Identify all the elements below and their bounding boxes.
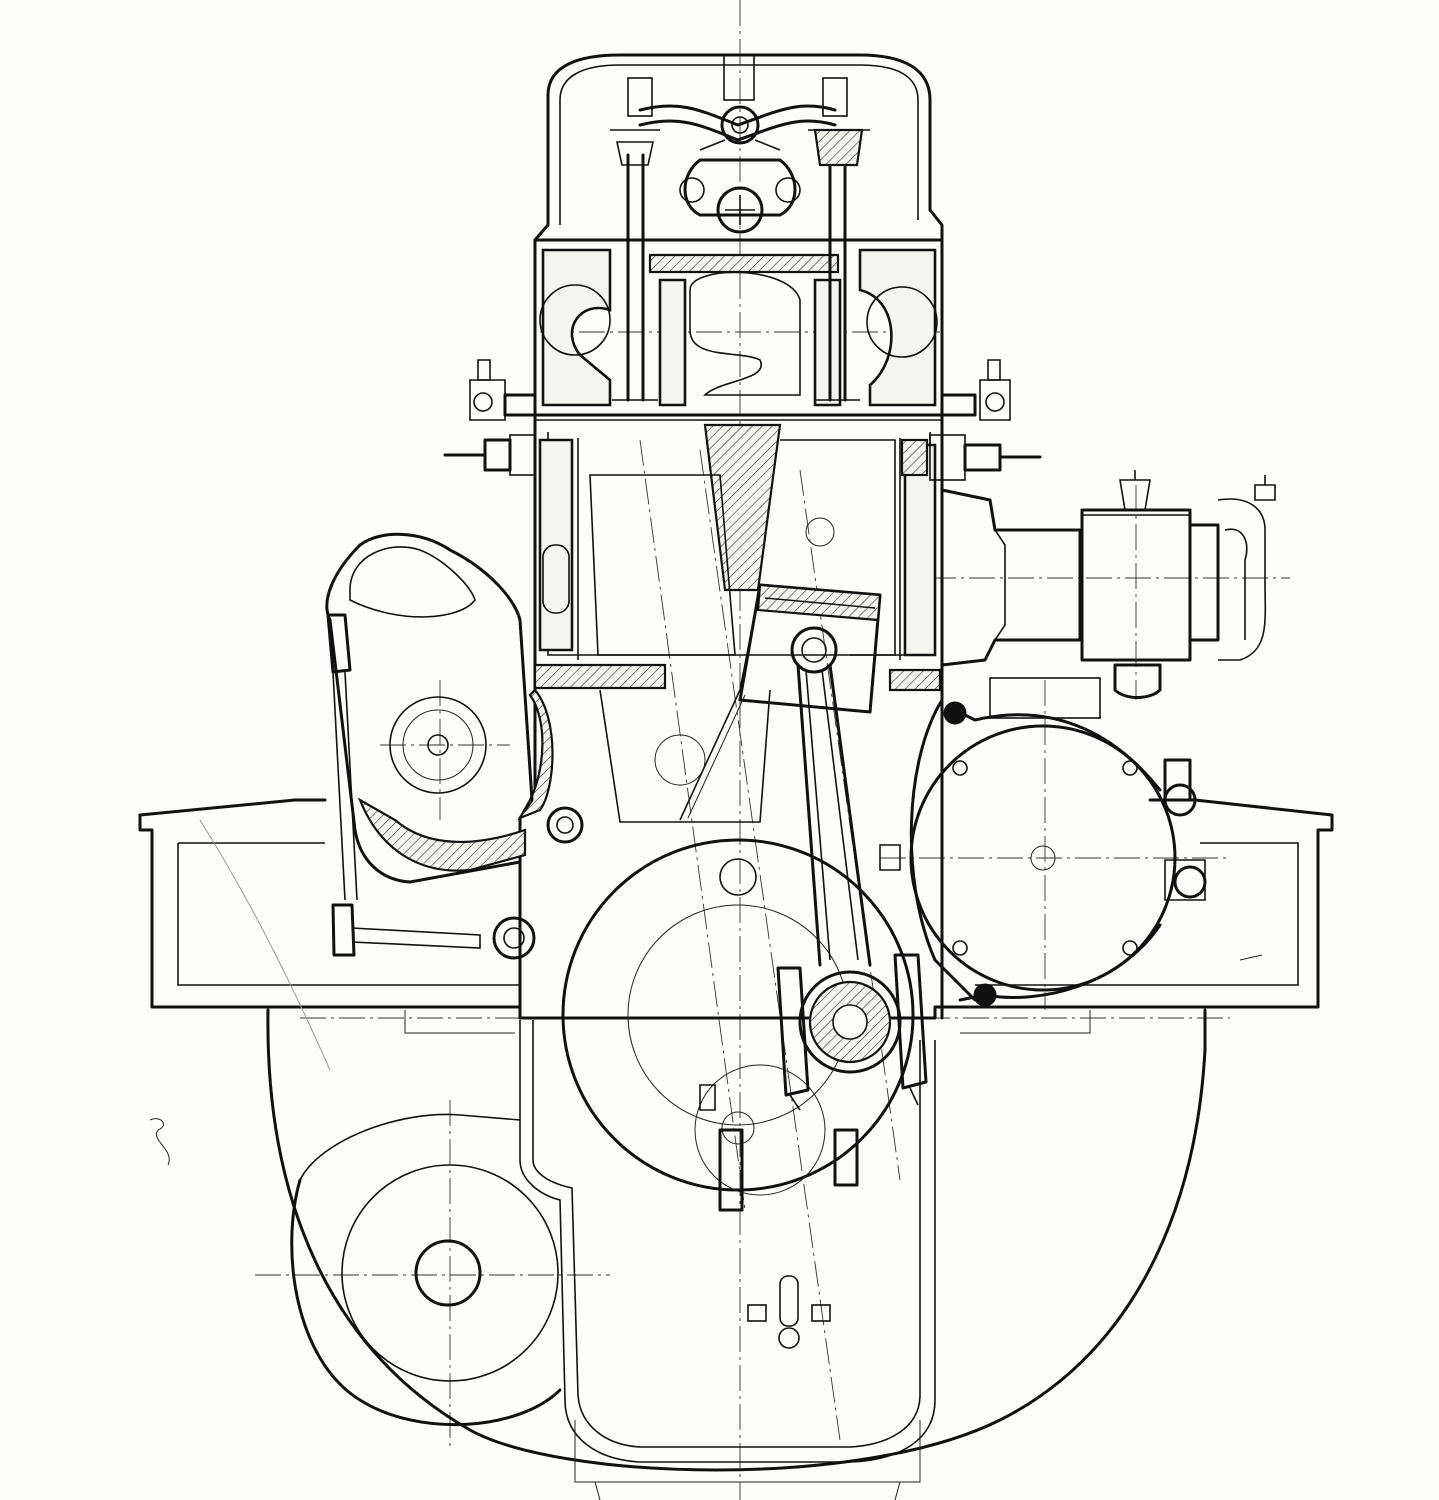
side-fittings (443, 359, 1042, 481)
piston-and-rod (679, 583, 928, 1111)
center-lines (255, 0, 1290, 1500)
crankcase-sump (266, 1008, 1207, 1500)
crank-web (561, 838, 915, 1196)
cylinder-block (517, 418, 944, 1020)
distributor-housing (325, 532, 584, 960)
crankcase-flanges (138, 798, 1334, 1034)
timing-cover (879, 698, 1207, 1007)
pulley-housing (290, 1113, 562, 1427)
bearing-bolts (699, 1084, 859, 1212)
cylinder-head (533, 53, 944, 422)
pencil-marks (149, 819, 1263, 1166)
generator (940, 470, 1276, 719)
